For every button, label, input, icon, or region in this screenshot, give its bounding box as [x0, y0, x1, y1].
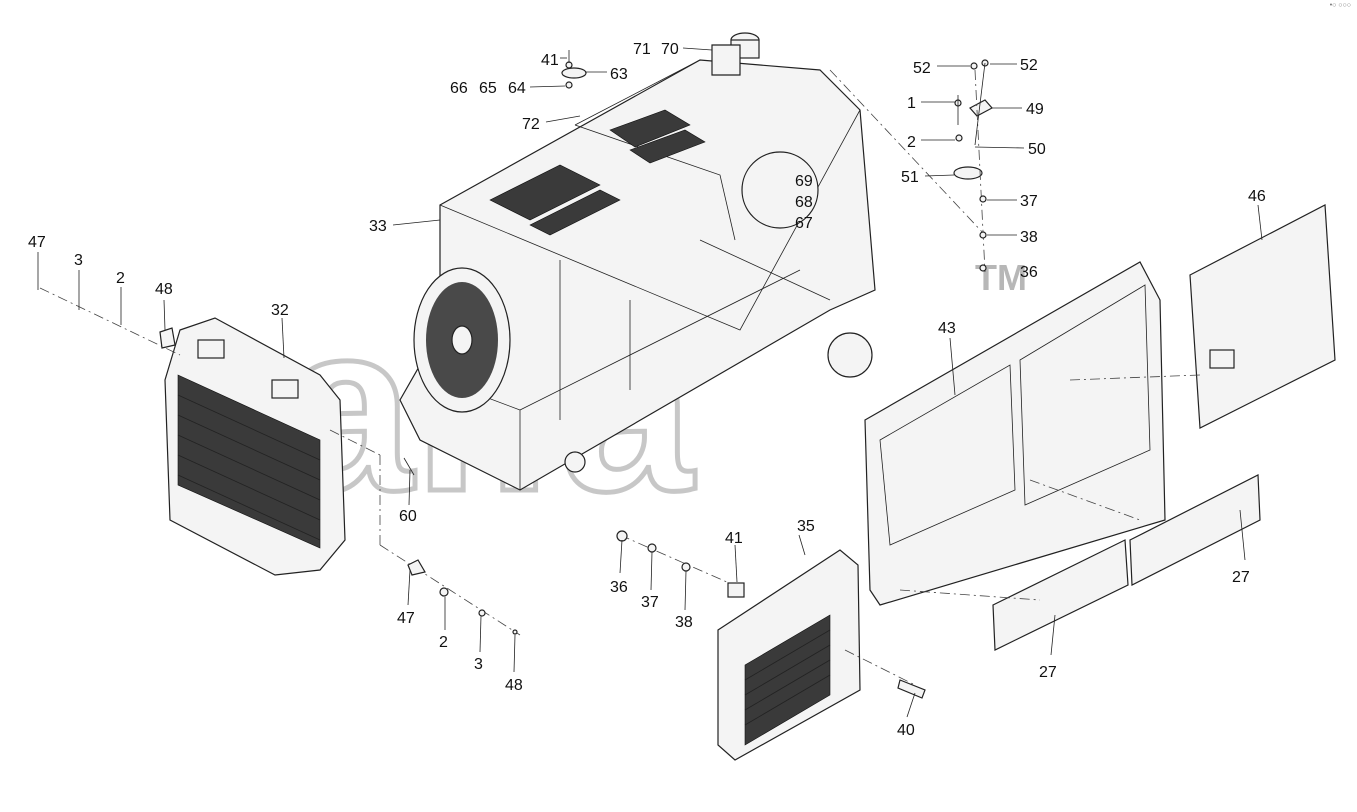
callout-38-top: 38 — [1020, 229, 1038, 246]
callout-37-top: 37 — [1020, 193, 1038, 210]
callout-33: 33 — [369, 218, 387, 235]
callout-71: 71 — [633, 41, 651, 58]
watermark-trademark: TM — [975, 257, 1027, 298]
callout-40: 40 — [897, 722, 915, 739]
callout-2-bottom: 2 — [439, 634, 448, 651]
callout-27-right: 27 — [1232, 569, 1250, 586]
callout-2-left: 2 — [116, 270, 125, 287]
callout-63: 63 — [610, 66, 628, 83]
side-door-frame — [864, 261, 1166, 606]
leader-lines — [37, 47, 1263, 718]
callout-41: 41 — [541, 52, 559, 69]
callout-67: 67 — [795, 215, 813, 232]
callout-70: 70 — [661, 41, 679, 58]
side-panel — [1189, 204, 1336, 429]
side-grille-door — [717, 549, 861, 761]
hood-frame-assembly — [399, 32, 876, 491]
callout-36-mid: 36 — [610, 579, 628, 596]
callout-49: 49 — [1026, 101, 1044, 118]
callout-68: 68 — [795, 194, 813, 211]
small-bracket — [969, 99, 993, 117]
callout-52-left: 52 — [913, 60, 931, 77]
callout-50: 50 — [1028, 141, 1046, 158]
callout-27-left: 27 — [1039, 664, 1057, 681]
callout-3-bottom: 3 — [474, 656, 483, 673]
skirt-panel-right — [1129, 474, 1261, 586]
callout-47-left: 47 — [28, 234, 46, 251]
callout-36-top: 36 — [1020, 264, 1038, 281]
callout-37-mid: 37 — [641, 594, 659, 611]
callout-64: 64 — [508, 80, 526, 97]
callout-69: 69 — [795, 173, 813, 190]
callout-39: 41 — [725, 530, 743, 547]
radiator-grille-panel — [164, 317, 346, 576]
callout-3-left: 3 — [74, 252, 83, 269]
round-plate — [953, 166, 983, 180]
callout-1: 1 — [907, 95, 916, 112]
callout-46: 47 — [397, 610, 415, 627]
callout-72: 72 — [522, 116, 540, 133]
callout-2-top: 2 — [907, 134, 916, 151]
callout-47-bottom: 48 — [505, 677, 523, 694]
callout-32: 32 — [271, 302, 289, 319]
callout-65: 65 — [479, 80, 497, 97]
callout-35: 35 — [797, 518, 815, 535]
callout-48: 48 — [155, 281, 173, 298]
callout-42: 43 — [938, 320, 956, 337]
panel-latch — [1209, 349, 1235, 369]
callout-66: 66 — [450, 80, 468, 97]
callout-38-mid: 38 — [675, 614, 693, 631]
callout-labels: 41 63 66 65 64 72 71 70 33 69 68 67 52 5… — [28, 41, 1266, 739]
callout-60: 60 — [399, 508, 417, 525]
callout-43: 46 — [1248, 188, 1266, 205]
skirt-panel-left — [992, 539, 1129, 651]
corner-mark: •○ ○○○ — [1329, 2, 1351, 9]
callout-51: 51 — [901, 169, 919, 186]
callout-52-right: 52 — [1020, 57, 1038, 74]
